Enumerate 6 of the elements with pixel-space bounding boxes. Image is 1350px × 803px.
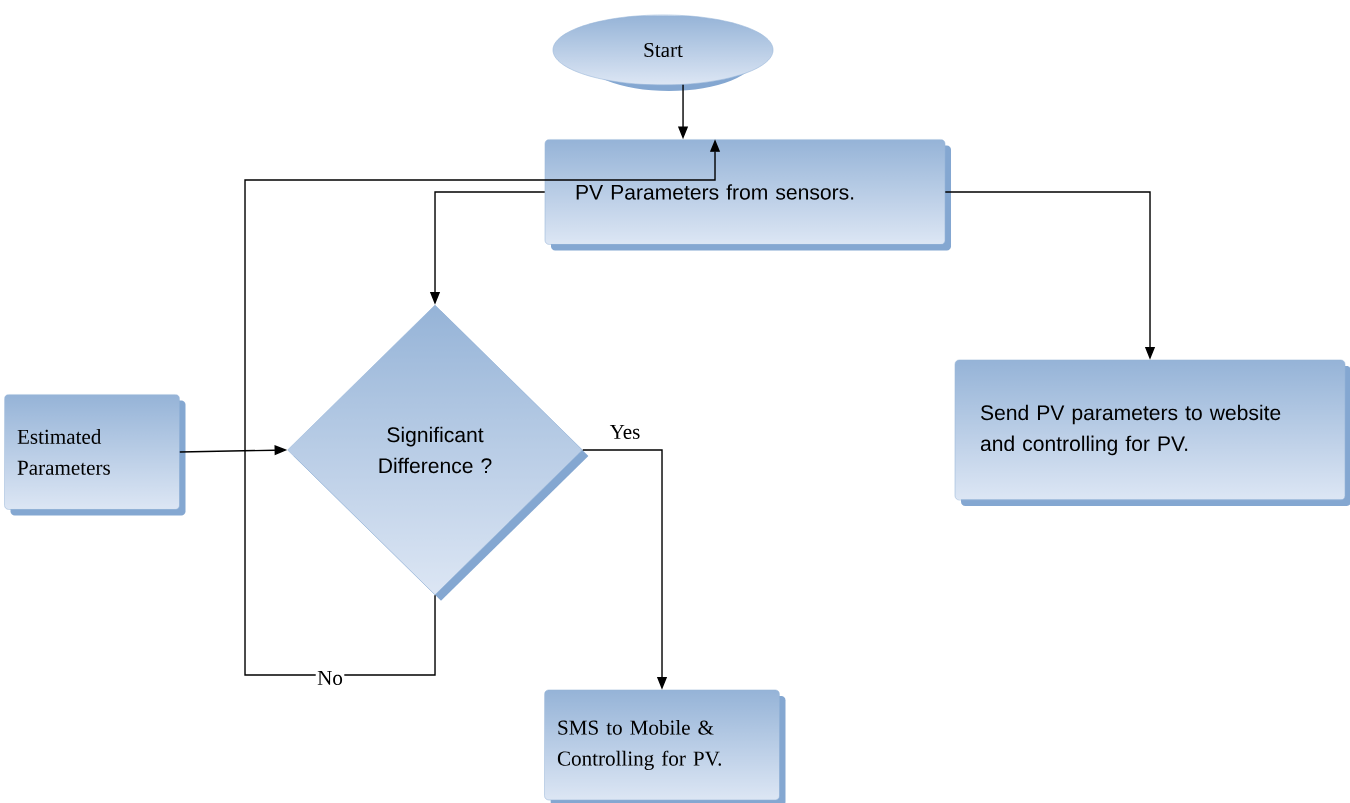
input-box: Estimated Parameters — [4, 394, 186, 516]
process-box: PV Parameters from sensors. — [544, 139, 951, 251]
process-box: Send PV parameters to website and controlling for PV. — [954, 359, 1350, 506]
edge-label: No — [315, 669, 345, 687]
edge-label: Yes — [608, 423, 642, 441]
process-box: SMS to Mobile & Controlling for PV. — [544, 689, 786, 803]
